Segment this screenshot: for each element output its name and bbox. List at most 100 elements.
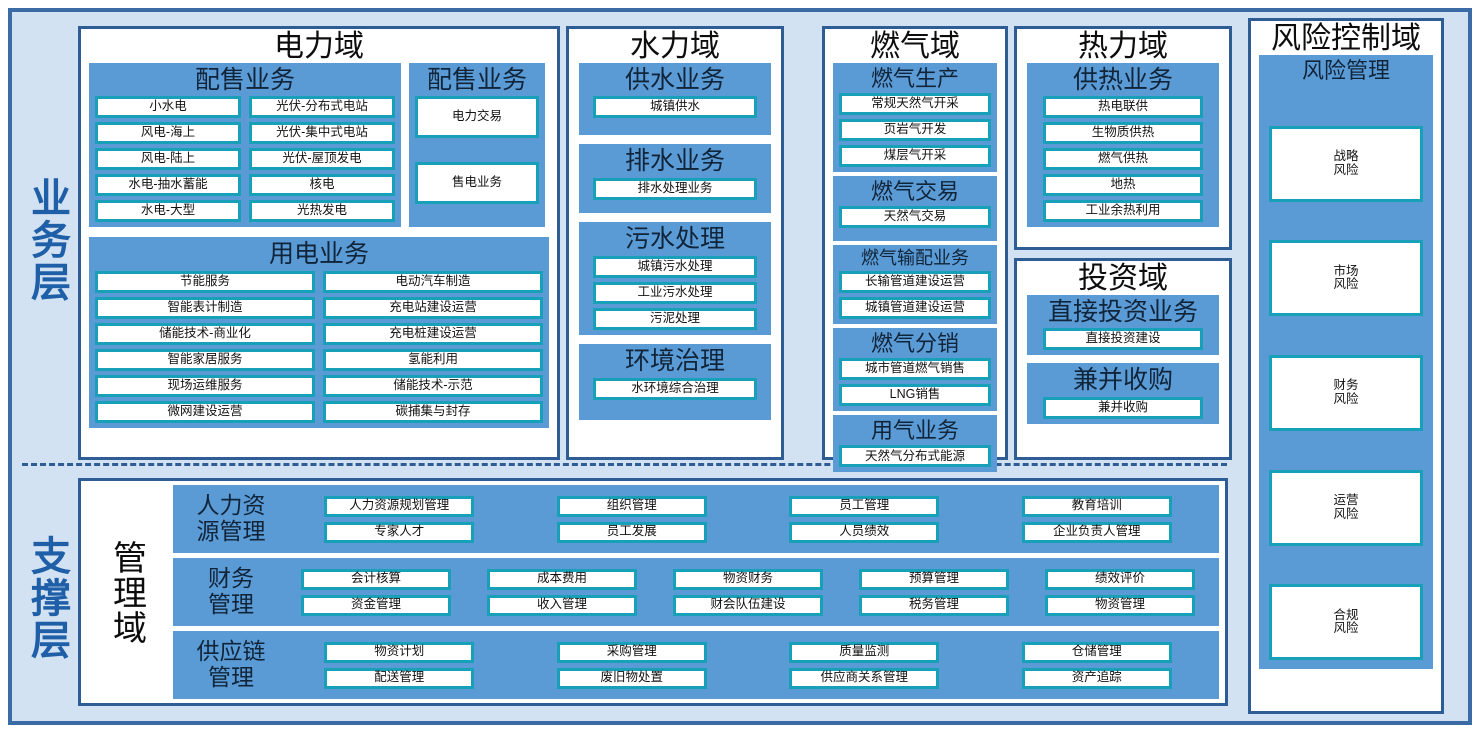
leaf-item[interactable]: 生物质供热 <box>1043 122 1203 145</box>
leaf-item[interactable]: 风电-陆上 <box>95 148 241 171</box>
leaf-item[interactable]: 光伏-分布式电站 <box>249 96 395 119</box>
management-row-hr[interactable]: 人力资源管理 人力资源规划管理 专家人才 组织管理 员工发展 员工管理 人员绩效 <box>173 485 1219 553</box>
leaf-item[interactable]: 财会队伍建设 <box>673 594 823 616</box>
leaf-item[interactable]: 热电联供 <box>1043 96 1203 119</box>
leaf-item[interactable]: 工业污水处理 <box>593 281 757 304</box>
group-gas-distribution[interactable]: 燃气分销 城市管道燃气销售 LNG销售 <box>833 327 997 412</box>
leaf-item[interactable]: 售电业务 <box>415 162 539 205</box>
leaf-item-operational-risk[interactable]: 运营 风险 <box>1269 469 1423 546</box>
management-row-supply-chain[interactable]: 供应链管理 物资计划 配送管理 采购管理 废旧物处置 质量监测 供应商关系管理 <box>173 631 1219 699</box>
leaf-item[interactable]: 光热发电 <box>249 200 395 223</box>
leaf-item[interactable]: 工业余热利用 <box>1043 200 1203 223</box>
group-gas-trading[interactable]: 燃气交易 天然气交易 <box>833 175 997 242</box>
group-water-sewage[interactable]: 污水处理 城镇污水处理 工业污水处理 污泥处理 <box>579 222 771 335</box>
leaf-item[interactable]: 小水电 <box>95 96 241 119</box>
group-mergers-acquisitions[interactable]: 兼并收购 兼并收购 <box>1027 363 1219 424</box>
leaf-item[interactable]: 资金管理 <box>301 594 451 616</box>
leaf-item[interactable]: 物资管理 <box>1045 594 1195 616</box>
leaf-item[interactable]: 直接投资建设 <box>1043 328 1203 351</box>
leaf-item[interactable]: 电力交易 <box>415 96 539 139</box>
leaf-item[interactable]: 人员绩效 <box>789 521 940 543</box>
domain-heat[interactable]: 热力域 供热业务 热电联供 生物质供热 燃气供热 地热 工业余热利用 <box>1014 26 1232 250</box>
leaf-item[interactable]: 组织管理 <box>556 495 707 517</box>
leaf-item[interactable]: 污泥处理 <box>593 307 757 330</box>
group-gas-production[interactable]: 燃气生产 常规天然气开采 页岩气开发 煤层气开采 <box>833 62 997 172</box>
group-electric-consumption[interactable]: 用电业务 节能服务 智能表计制造 储能技术-商业化 智能家居服务 现场运维服务 … <box>89 237 549 428</box>
domain-gas[interactable]: 燃气域 燃气生产 常规天然气开采 页岩气开发 煤层气开采 燃气交易 天然气交易 … <box>822 26 1008 473</box>
domain-electric[interactable]: 电力域 配售业务 小水电 风电-海上 风电-陆上 水电-抽水蓄能 水电-大型 光… <box>78 26 560 460</box>
leaf-item[interactable]: 页岩气开发 <box>839 118 991 141</box>
leaf-item[interactable]: 储能技术-商业化 <box>95 323 315 345</box>
leaf-item[interactable]: 配送管理 <box>324 667 475 689</box>
leaf-item[interactable]: 智能家居服务 <box>95 349 315 371</box>
leaf-item[interactable]: 会计核算 <box>301 568 451 590</box>
leaf-item[interactable]: 资产追踪 <box>1021 667 1172 689</box>
leaf-item[interactable]: 绩效评价 <box>1045 568 1195 590</box>
leaf-item[interactable]: 物资计划 <box>324 641 475 663</box>
leaf-item[interactable]: 水电-大型 <box>95 200 241 223</box>
leaf-item[interactable]: 氢能利用 <box>323 349 543 371</box>
leaf-item[interactable]: 员工发展 <box>556 521 707 543</box>
leaf-item[interactable]: 预算管理 <box>859 568 1009 590</box>
leaf-item[interactable]: 教育培训 <box>1021 495 1172 517</box>
leaf-item-compliance-risk[interactable]: 合规 风险 <box>1269 584 1423 661</box>
leaf-item[interactable]: 兼并收购 <box>1043 397 1203 419</box>
leaf-item[interactable]: 供应商关系管理 <box>789 667 940 689</box>
leaf-item[interactable]: 城市管道燃气销售 <box>839 358 991 381</box>
leaf-item[interactable]: 成本费用 <box>487 568 637 590</box>
leaf-item[interactable]: 仓储管理 <box>1021 641 1172 663</box>
leaf-item[interactable]: 储能技术-示范 <box>323 375 543 397</box>
management-row-finance[interactable]: 财务管理 会计核算 资金管理 成本费用 收入管理 物资财务 财会队伍建设 <box>173 558 1219 626</box>
leaf-item[interactable]: 废旧物处置 <box>556 667 707 689</box>
leaf-item[interactable]: 水电-抽水蓄能 <box>95 174 241 197</box>
group-water-supply[interactable]: 供水业务 城镇供水 <box>579 62 771 136</box>
leaf-item-strategic-risk[interactable]: 战略 风险 <box>1269 125 1423 202</box>
leaf-item[interactable]: 电动汽车制造 <box>323 271 543 293</box>
domain-risk-control[interactable]: 风险控制域 风险管理 战略 风险 市场 风险 财务 风险 运营 风险 合规 风险 <box>1248 18 1444 714</box>
leaf-item[interactable]: 物资财务 <box>673 568 823 590</box>
leaf-item[interactable]: 人力资源规划管理 <box>324 495 475 517</box>
group-gas-consumption[interactable]: 用气业务 天然气分布式能源 <box>833 415 997 473</box>
leaf-item[interactable]: 城镇管道建设运营 <box>839 296 991 319</box>
leaf-item[interactable]: 煤层气开采 <box>839 144 991 167</box>
leaf-item-market-risk[interactable]: 市场 风险 <box>1269 240 1423 317</box>
leaf-item[interactable]: 节能服务 <box>95 271 315 293</box>
leaf-item-financial-risk[interactable]: 财务 风险 <box>1269 355 1423 431</box>
leaf-item[interactable]: 碳捕集与封存 <box>323 401 543 423</box>
group-direct-investment[interactable]: 直接投资业务 直接投资建设 <box>1027 294 1219 356</box>
leaf-item[interactable]: 核电 <box>249 174 395 197</box>
leaf-item[interactable]: 天然气交易 <box>839 206 991 229</box>
group-water-environment[interactable]: 环境治理 水环境综合治理 <box>579 343 771 420</box>
leaf-item[interactable]: 排水处理业务 <box>593 178 757 200</box>
leaf-item[interactable]: 员工管理 <box>789 495 940 517</box>
leaf-item[interactable]: 城镇供水 <box>593 96 757 119</box>
group-water-drainage[interactable]: 排水业务 排水处理业务 <box>579 144 771 213</box>
leaf-item[interactable]: 充电桩建设运营 <box>323 323 543 345</box>
leaf-item[interactable]: 智能表计制造 <box>95 297 315 319</box>
leaf-item[interactable]: 企业负责人管理 <box>1021 521 1172 543</box>
domain-investment[interactable]: 投资域 直接投资业务 直接投资建设 兼并收购 兼并收购 <box>1014 258 1232 460</box>
group-electric-distribution-sales[interactable]: 配售业务 小水电 风电-海上 风电-陆上 水电-抽水蓄能 水电-大型 光伏-分布… <box>89 62 401 228</box>
leaf-item[interactable]: 微网建设运营 <box>95 401 315 423</box>
leaf-item[interactable]: 燃气供热 <box>1043 148 1203 171</box>
leaf-item[interactable]: 天然气分布式能源 <box>839 445 991 468</box>
group-heat-supply[interactable]: 供热业务 热电联供 生物质供热 燃气供热 地热 工业余热利用 <box>1027 62 1219 228</box>
leaf-item[interactable]: 风电-海上 <box>95 122 241 145</box>
leaf-item[interactable]: 充电站建设运营 <box>323 297 543 319</box>
leaf-item[interactable]: 质量监测 <box>789 641 940 663</box>
leaf-item[interactable]: 水环境综合治理 <box>593 377 757 400</box>
leaf-item[interactable]: 收入管理 <box>487 594 637 616</box>
domain-management[interactable]: 管理域 人力资源管理 人力资源规划管理 专家人才 组织管理 员工发展 员工管理 … <box>78 478 1228 706</box>
leaf-item[interactable]: LNG销售 <box>839 384 991 407</box>
group-risk-management[interactable]: 风险管理 战略 风险 市场 风险 财务 风险 运营 风险 合规 风险 <box>1259 54 1433 669</box>
leaf-item[interactable]: 光伏-屋顶发电 <box>249 148 395 171</box>
leaf-item[interactable]: 长输管道建设运营 <box>839 270 991 293</box>
leaf-item[interactable]: 常规天然气开采 <box>839 92 991 115</box>
group-gas-transmission[interactable]: 燃气输配业务 长输管道建设运营 城镇管道建设运营 <box>833 245 997 324</box>
leaf-item[interactable]: 地热 <box>1043 174 1203 197</box>
group-electric-trading[interactable]: 配售业务 电力交易 售电业务 <box>409 62 545 228</box>
leaf-item[interactable]: 现场运维服务 <box>95 375 315 397</box>
domain-water[interactable]: 水力域 供水业务 城镇供水 排水业务 排水处理业务 污水处理 城镇污水处理 工业… <box>566 26 784 460</box>
leaf-item[interactable]: 税务管理 <box>859 594 1009 616</box>
leaf-item[interactable]: 城镇污水处理 <box>593 255 757 278</box>
